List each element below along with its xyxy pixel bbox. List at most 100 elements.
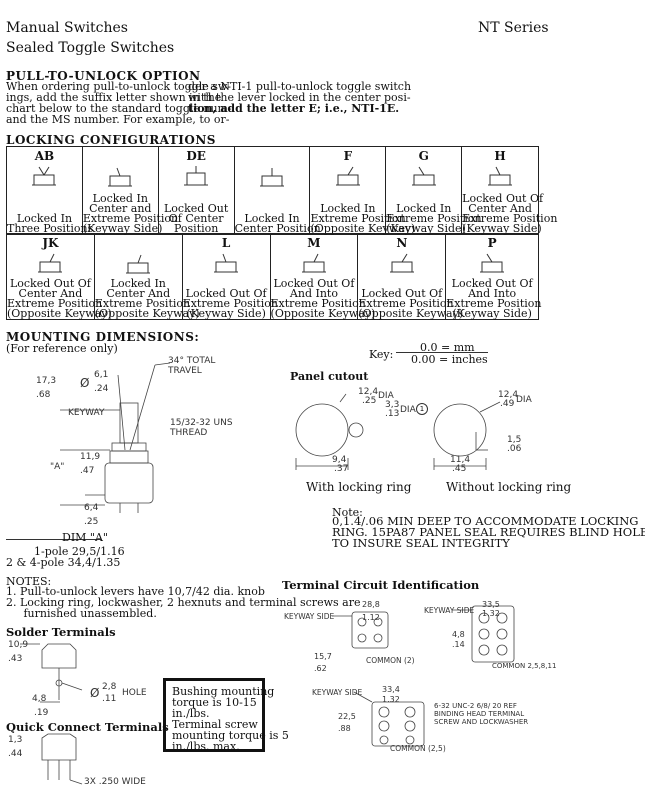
solder-terminal-drawing [20, 643, 83, 703]
solder-title: Solder Terminals [6, 625, 116, 639]
solder-d3: 4,8 [32, 694, 47, 704]
note-title: Note: [332, 506, 363, 519]
toggle-switch-icon [389, 253, 414, 273]
dim-024: .24 [94, 384, 109, 394]
tc-d3i: 1.32 [482, 609, 500, 618]
quick-d1: 1,3 [8, 735, 23, 745]
pull-to-unlock-col2: der a NTI-1 pull-to-unlock toggle switch… [188, 80, 412, 115]
angle-label: 34° TOTAL [168, 356, 216, 366]
series-name: NT Series [478, 20, 549, 36]
solder-diameter-symbol: Ø [90, 686, 100, 700]
quick-connect-title: Quick Connect Terminals [6, 720, 169, 734]
tc-d3: 33,5 [482, 600, 500, 609]
tc-keyway-side: KEYWAY SIDE [284, 612, 335, 621]
tc-keyway-side-2: KEYWAY SIDE [424, 606, 475, 615]
pull-to-unlock-title: PULL-TO-UNLOCK OPTION [6, 69, 201, 83]
diameter-symbol: Ø [80, 376, 90, 390]
key-inches: 0.00 = inches [411, 353, 488, 366]
panel-l3: 9,4 [332, 455, 347, 465]
solder-d2: 2,8 [102, 682, 117, 692]
note-body: 0,1.4/.06 MIN DEEP TO ACCOMMODATE LOCKIN… [332, 514, 645, 550]
dim-a-rule [6, 539, 101, 540]
panel-l2i: .13 [385, 409, 400, 419]
toggle-switch-icon [126, 254, 151, 274]
dim-068: .68 [36, 390, 51, 400]
caption-with-ring: With locking ring [306, 480, 412, 494]
dim-025: .25 [84, 517, 99, 527]
key-label: Key: [369, 348, 394, 361]
panel-r3: 11,4 [450, 455, 471, 465]
dim-6-1: 6,1 [94, 370, 109, 380]
dim-a-label: "A" [50, 462, 65, 472]
locking-title: LOCKING CONFIGURATIONS [6, 133, 216, 147]
panel-r-dia: DIA [516, 395, 532, 405]
toggle-switch-icon [184, 166, 209, 186]
panel-r2: 1,5 [507, 435, 522, 445]
tc-d6: 22,5 [338, 712, 356, 721]
terminal-circuit-title: Terminal Circuit Identification [282, 578, 480, 592]
quick-connect-drawing [41, 733, 83, 785]
toggle-switch-icon [260, 168, 284, 187]
tc-d1: 28,8 [362, 600, 380, 609]
quick-wide-label: 3X .250 WIDE [84, 777, 146, 787]
tc-common258: COMMON 2,5,8,11 [492, 662, 557, 670]
pull-to-unlock-col1: When ordering pull-to-unlock toggle sw- … [6, 80, 232, 126]
tc-d5: 33,4 [382, 685, 400, 694]
dim-11-9: 11,9 [80, 452, 101, 462]
tc-d4i: .14 [452, 640, 465, 649]
tc-d2i: .62 [314, 664, 327, 673]
keyway-label: KEYWAY [68, 408, 105, 418]
tc-d2: 15,7 [314, 652, 332, 661]
panel-l2: 3,3 [385, 400, 400, 410]
thread-label: 15/32-32 UNS [170, 418, 233, 428]
panel-l1: 12,4 [358, 387, 379, 397]
mounting-dimension-drawing [60, 362, 171, 513]
panel-cutout-title: Panel cutout [290, 370, 369, 383]
toggle-switch-icon [32, 166, 57, 186]
tc-common25: COMMON (2,5) [390, 744, 446, 753]
key-divider [396, 352, 488, 353]
tc-d5i: 1.32 [382, 695, 400, 704]
mounting-title: MOUNTING DIMENSIONS: [6, 330, 200, 344]
tc-d6i: .88 [338, 724, 351, 733]
toggle-switch-icon [335, 166, 360, 186]
dim-6-4: 6,4 [84, 503, 99, 513]
solder-d2i: .11 [102, 694, 117, 704]
dim-a-2pole: 2 & 4-pole 34,4/1.35 [6, 556, 121, 569]
dim-a-title: DIM "A" [62, 531, 108, 544]
thread-label-2: THREAD [170, 428, 208, 438]
panel-r1: 12,4 [498, 390, 519, 400]
toggle-switch-icon [38, 253, 63, 273]
dim-047: .47 [80, 466, 95, 476]
mounting-subtitle: (For reference only) [6, 342, 118, 355]
solder-d3i: .19 [34, 708, 49, 718]
dim-17-3: 17,3 [36, 376, 57, 386]
toggle-switch-icon [480, 253, 505, 273]
notes-title: NOTES: [6, 575, 52, 588]
caption-without-ring: Without locking ring [446, 480, 572, 494]
travel-label: TRAVEL [168, 366, 202, 376]
series-subcategory: Sealed Toggle Switches [6, 40, 175, 56]
dim-a-1pole: 1-pole 29,5/1.16 [34, 545, 125, 558]
toggle-switch-icon [488, 166, 513, 186]
tc-d1i: 1.12 [362, 613, 380, 622]
panel-cutout-drawing [295, 393, 501, 470]
key-mm: 0.0 = mm [420, 341, 475, 354]
toggle-switch-icon [214, 253, 239, 273]
panel-r2i: .06 [507, 444, 522, 454]
